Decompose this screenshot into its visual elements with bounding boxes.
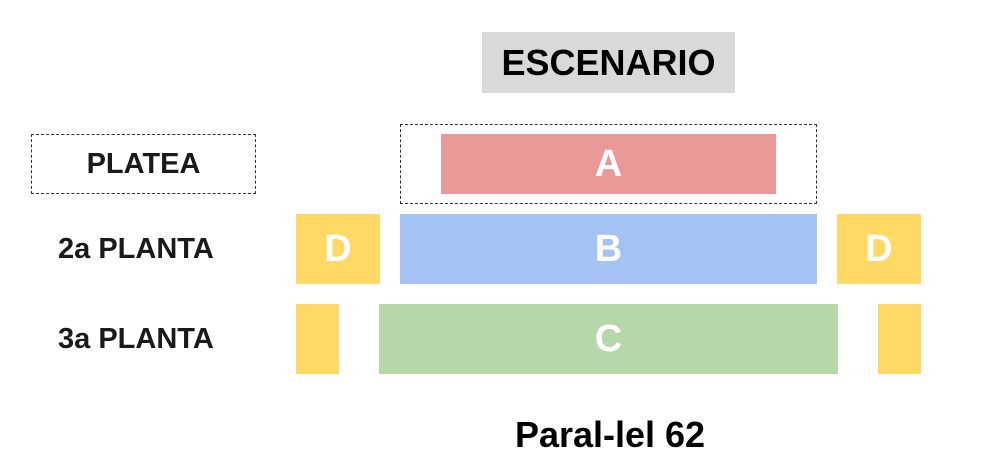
section-d-right[interactable]: D: [837, 214, 921, 284]
platea-outline: [400, 124, 817, 204]
section-d-3a-left[interactable]: [296, 304, 339, 374]
section-b[interactable]: B: [400, 214, 817, 284]
section-c[interactable]: C: [379, 304, 838, 374]
level-label-3a-planta: 3a PLANTA: [58, 322, 214, 355]
section-a[interactable]: A: [441, 134, 776, 194]
venue-name: Paral-lel 62: [514, 414, 706, 455]
section-d-left[interactable]: D: [296, 214, 380, 284]
level-label-2a-planta: 2a PLANTA: [58, 232, 214, 265]
section-d-3a-right[interactable]: [878, 304, 921, 374]
stage-label: ESCENARIO: [482, 32, 735, 93]
level-label-platea: PLATEA: [31, 134, 256, 194]
